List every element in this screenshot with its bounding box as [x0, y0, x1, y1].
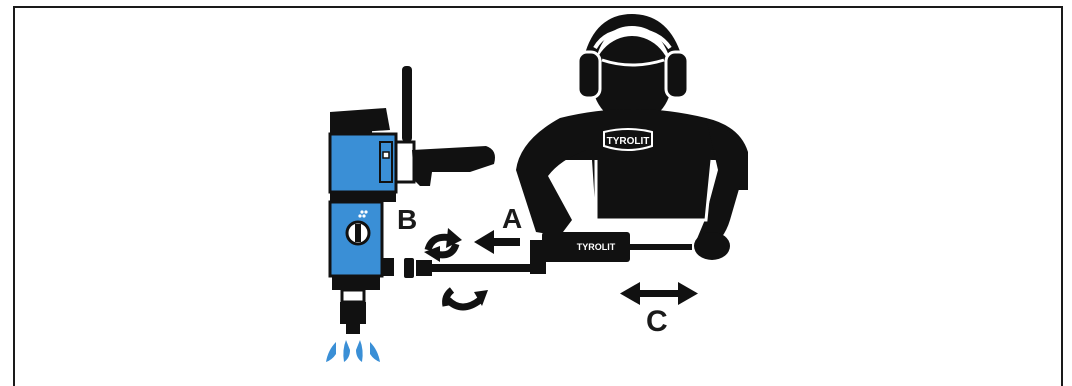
direction-arrow-icon [474, 230, 520, 254]
diagram-frame [13, 6, 1063, 386]
extension-tool-icon [404, 232, 692, 278]
double-arrow-icon [620, 282, 698, 305]
label-a: A [502, 203, 523, 234]
tool-logo-text: TYROLIT [577, 242, 616, 252]
label-b: B [397, 204, 418, 235]
shirt-logo-text: TYROLIT [607, 136, 650, 147]
shirt-logo [603, 128, 653, 151]
rotate-arrow-icon [424, 228, 462, 262]
rotate-arrow-icon [442, 287, 488, 311]
operator-icon [516, 13, 748, 260]
drill-motor-icon [328, 66, 495, 334]
ear-protection-icon [576, 13, 690, 100]
label-c: C [646, 305, 668, 338]
water-spray-icon [326, 340, 380, 362]
